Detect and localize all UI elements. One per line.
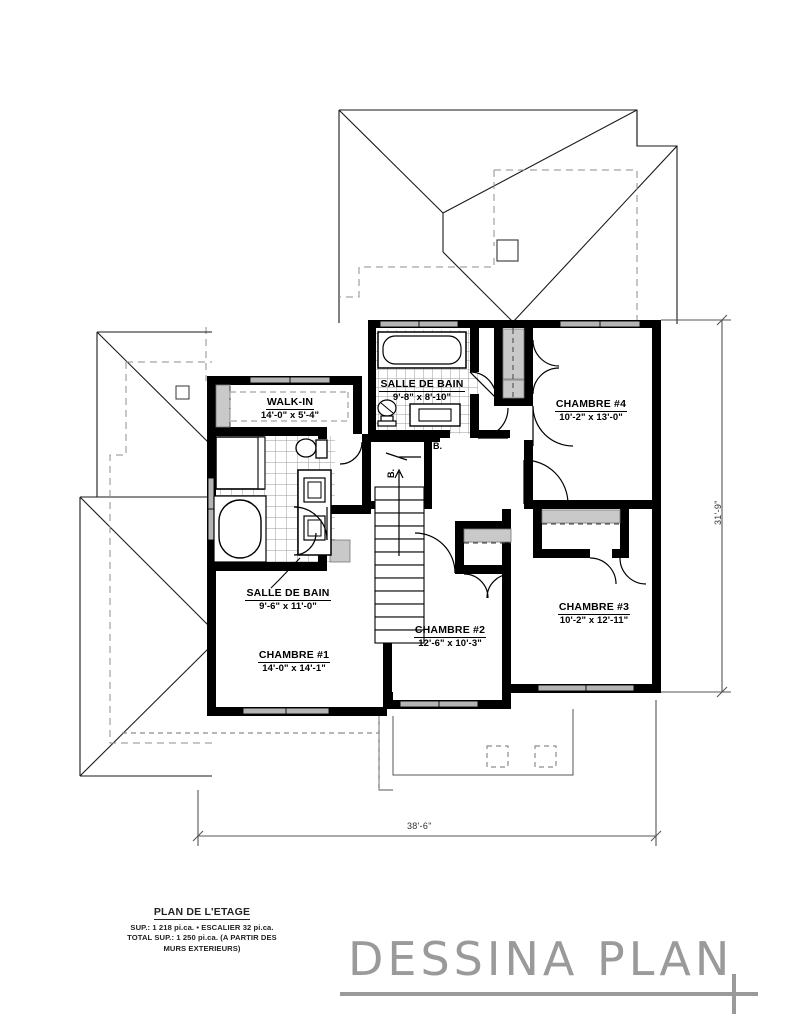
roof-left-dashed bbox=[109, 361, 212, 744]
room-name: SALLE DE BAIN bbox=[245, 587, 331, 602]
logo-plus-icon bbox=[732, 974, 736, 1014]
room-name: WALK-IN bbox=[265, 396, 315, 411]
room-name: CHAMBRE #2 bbox=[413, 624, 487, 639]
company-logo: DESSINA PLAN bbox=[340, 930, 770, 1014]
room-dimensions: 14'-0" x 5'-4" bbox=[260, 410, 320, 422]
shower-master bbox=[215, 436, 266, 490]
closet-shelves bbox=[215, 328, 621, 563]
closet-mark-b-1: B. bbox=[433, 441, 442, 451]
title-block: PLAN DE L'ETAGE SUP.: 1 218 pi.ca. • ESC… bbox=[72, 902, 332, 954]
roof-dashed-guides bbox=[205, 169, 638, 381]
room-name: CHAMBRE #4 bbox=[554, 398, 628, 413]
room-label-chambre-3: CHAMBRE #3 10'-2" x 12'-11" bbox=[531, 597, 657, 627]
toilet-common bbox=[377, 399, 397, 427]
chimney-square bbox=[496, 239, 519, 262]
staircase bbox=[371, 442, 425, 644]
room-label-chambre-2: CHAMBRE #2 12'-6" x 10'-3" bbox=[392, 620, 508, 650]
porch-columns bbox=[122, 716, 557, 790]
roof-outline-left bbox=[79, 331, 213, 777]
room-label-walk-in: WALK-IN 14'-0" x 5'-4" bbox=[230, 392, 350, 422]
area-note-2: TOTAL SUP.: 1 250 pi.ca. (A PARTIR DES bbox=[127, 933, 277, 943]
closet-mark-b-2: B. bbox=[386, 469, 396, 478]
walkin-shelf-dashed bbox=[229, 391, 349, 422]
roof-outline-upper bbox=[338, 109, 678, 331]
room-dimensions: 14'-0" x 14'-1" bbox=[262, 663, 326, 675]
room-label-bath-common: SALLE DE BAIN 9'-8" x 8'-10" bbox=[370, 374, 474, 404]
toilet-master bbox=[295, 438, 328, 459]
room-name: CHAMBRE #1 bbox=[257, 649, 331, 664]
dimension-lines bbox=[192, 314, 731, 846]
room-label-chambre-4: CHAMBRE #4 10'-2" x 13'-0" bbox=[531, 394, 651, 424]
vanity-common bbox=[409, 403, 461, 427]
dimension-overall-depth: 31'-9" bbox=[713, 500, 723, 525]
logo-rule bbox=[340, 992, 758, 996]
room-dimensions: 9'-6" x 11'-0" bbox=[259, 601, 317, 613]
double-vanity-master bbox=[297, 469, 332, 556]
soaking-tub-master bbox=[213, 495, 267, 563]
sheet-title: PLAN DE L'ETAGE bbox=[153, 906, 251, 920]
porch-outline bbox=[378, 709, 574, 791]
logo-text: DESSINA PLAN bbox=[348, 932, 734, 986]
room-label-bath-master: SALLE DE BAIN 9'-6" x 11'-0" bbox=[224, 583, 352, 613]
area-note-3: MURS EXTERIEURS) bbox=[163, 943, 241, 953]
room-name: CHAMBRE #3 bbox=[557, 601, 631, 616]
dimension-overall-width: 38'-6" bbox=[407, 821, 432, 831]
leader-line-master-bath bbox=[270, 557, 301, 589]
vent-square-left bbox=[175, 385, 190, 400]
room-name: SALLE DE BAIN bbox=[379, 378, 465, 393]
room-label-chambre-1: CHAMBRE #1 14'-0" x 14'-1" bbox=[234, 645, 354, 675]
windows bbox=[207, 320, 641, 715]
area-note-1: SUP.: 1 218 pi.ca. • ESCALIER 32 pi.ca. bbox=[130, 923, 274, 932]
room-dimensions: 10'-2" x 12'-11" bbox=[559, 615, 629, 627]
room-dimensions: 12'-6" x 10'-3" bbox=[418, 638, 482, 650]
bathtub-common bbox=[377, 331, 467, 369]
door-swings bbox=[293, 339, 647, 599]
room-dimensions: 10'-2" x 13'-0" bbox=[559, 412, 623, 424]
room-dimensions: 9'-8" x 8'-10" bbox=[392, 392, 452, 404]
